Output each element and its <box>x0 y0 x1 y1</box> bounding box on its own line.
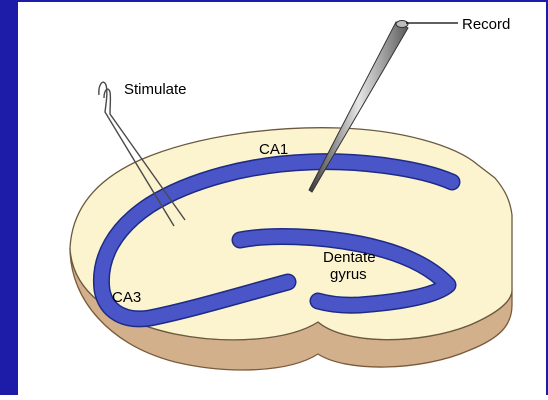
record-label: Record <box>462 16 510 33</box>
ca3-label: CA3 <box>112 289 141 306</box>
ca1-label: CA1 <box>259 141 288 158</box>
dentate-label: Dentate <box>323 249 376 266</box>
stimulate-label: Stimulate <box>124 81 187 98</box>
gyrus-label: gyrus <box>330 266 367 283</box>
